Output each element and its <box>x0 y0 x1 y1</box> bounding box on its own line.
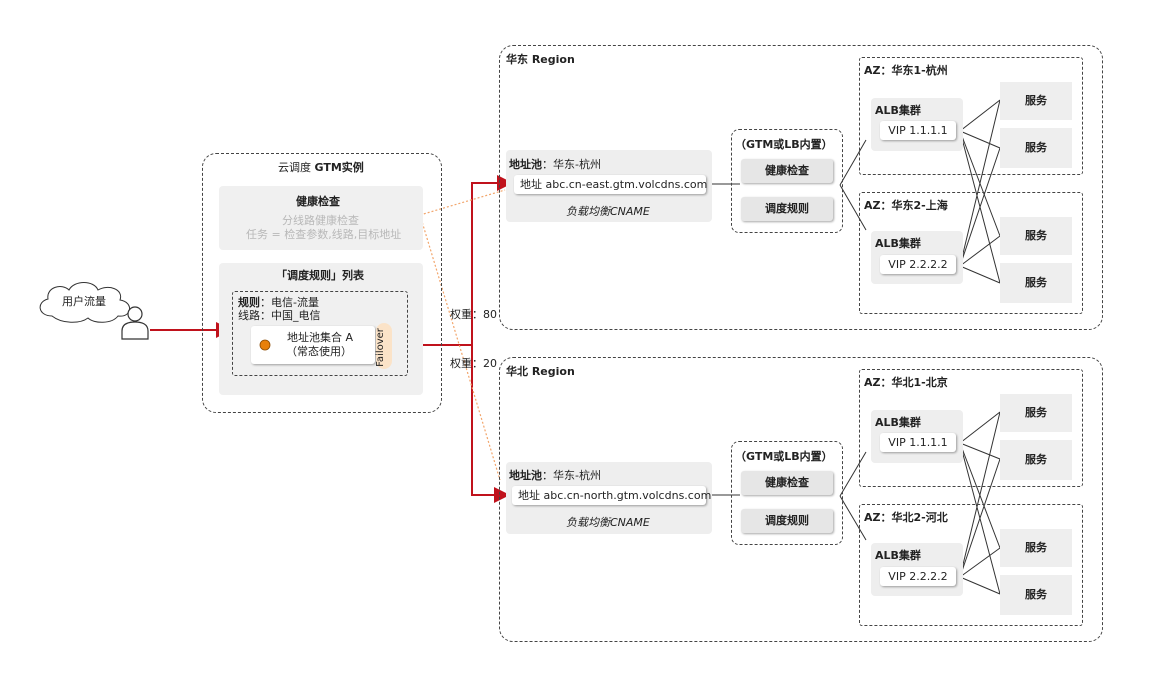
failover-tag <box>376 323 392 369</box>
east-lb-box <box>731 129 843 233</box>
health-check-panel <box>219 186 423 250</box>
east-lb-title: （GTM或LB内置） <box>735 138 833 151</box>
east-cname: 负载均衡CNAME <box>566 205 650 218</box>
north-region <box>499 357 1103 642</box>
east-az1-service-1[interactable]: 服务 <box>1000 82 1072 120</box>
line-label: 线路：中国_电信 <box>238 309 321 322</box>
rules-title: 「调度规则」列表 <box>276 269 364 282</box>
user-icon <box>121 306 149 340</box>
north-lb-box <box>731 441 843 545</box>
east-az1 <box>859 57 1083 175</box>
north-lb-title: （GTM或LB内置） <box>735 450 833 463</box>
east-az2-service-1[interactable]: 服务 <box>1000 217 1072 255</box>
east-az2-alb-title: ALB集群 <box>875 237 921 250</box>
gtm-instance <box>202 153 442 413</box>
weight-east: 权重：80 <box>450 308 497 321</box>
east-region-title: 华东 Region <box>506 53 575 66</box>
gtm-title: 云调度 GTM实例 <box>278 161 364 174</box>
north-az1 <box>859 369 1083 487</box>
health-check-east-line <box>419 189 506 216</box>
east-az2-title: AZ：华东2-上海 <box>864 199 948 212</box>
east-az2-service-2[interactable]: 服务 <box>1000 263 1072 303</box>
health-check-title: 健康检查 <box>296 195 340 208</box>
cloud-icon <box>39 282 130 323</box>
north-az2-service-1[interactable]: 服务 <box>1000 529 1072 567</box>
east-lb-rule-button[interactable]: 调度规则 <box>741 197 833 221</box>
north-az1-alb-title: ALB集群 <box>875 416 921 429</box>
east-az1-title: AZ：华东1-杭州 <box>864 64 948 77</box>
north-az2-service-2[interactable]: 服务 <box>1000 575 1072 615</box>
north-az2 <box>859 504 1083 626</box>
east-az2-vip[interactable]: VIP 2.2.2.2 <box>880 255 956 274</box>
pool-set-name: 地址池集合 A <box>287 331 354 344</box>
east-region <box>499 45 1103 330</box>
north-region-title: 华北 Region <box>506 365 575 378</box>
address-pool-set[interactable] <box>251 326 375 364</box>
north-address[interactable] <box>512 486 706 505</box>
north-lb-rule-button[interactable]: 调度规则 <box>741 509 833 533</box>
east-az1-alb-title: ALB集群 <box>875 104 921 117</box>
north-cname: 负载均衡CNAME <box>566 516 650 529</box>
status-dot-icon <box>259 339 271 351</box>
north-route-arrow <box>471 345 510 503</box>
health-check-line1: 分线路健康检查 <box>282 214 359 227</box>
north-lb-health-button[interactable]: 健康检查 <box>741 471 833 495</box>
east-route-arrow <box>471 175 513 345</box>
east-pool-title: 地址池：华东-杭州 <box>509 158 601 171</box>
east-az1-service-2[interactable]: 服务 <box>1000 128 1072 168</box>
east-az1-vip[interactable]: VIP 1.1.1.1 <box>880 121 956 140</box>
north-az1-service-1[interactable]: 服务 <box>1000 394 1072 432</box>
north-az1-service-2[interactable]: 服务 <box>1000 440 1072 480</box>
north-pool-key: 地址池 <box>509 469 542 482</box>
rule-key: 规则 <box>238 296 260 309</box>
north-pool-title: 地址池：华东-杭州 <box>509 469 601 482</box>
rule-value: ：电信-流量 <box>260 296 319 309</box>
failover-label: Failover <box>374 328 386 367</box>
east-pool-key: 地址池 <box>509 158 542 171</box>
pool-set-note: （常态使用） <box>286 345 352 358</box>
health-check-line2: 任务 = 检查参数,线路,目标地址 <box>246 228 402 241</box>
north-az1-vip[interactable]: VIP 1.1.1.1 <box>880 433 956 452</box>
north-pool-value: ：华东-杭州 <box>542 469 601 482</box>
north-az2-title: AZ：华北2-河北 <box>864 511 948 524</box>
weight-north: 权重：20 <box>450 357 497 370</box>
east-lb-health-button[interactable]: 健康检查 <box>741 159 833 183</box>
rule-box <box>232 291 408 376</box>
user-traffic-label: 用户流量 <box>62 295 106 308</box>
east-az2 <box>859 192 1083 314</box>
east-address-text: 地址 abc.cn-east.gtm.volcdns.com <box>520 178 708 191</box>
gtm-title-bold: GTM实例 <box>314 161 364 174</box>
east-pool-value: ：华东-杭州 <box>542 158 601 171</box>
rule-line: 规则：电信-流量 <box>238 296 319 309</box>
gtm-title-prefix: 云调度 <box>278 161 311 174</box>
north-address-text: 地址 abc.cn-north.gtm.volcdns.com <box>518 489 712 502</box>
east-address[interactable] <box>514 175 706 194</box>
north-az2-alb-title: ALB集群 <box>875 549 921 562</box>
north-az1-title: AZ：华北1-北京 <box>864 376 948 389</box>
user-traffic: 用户流量 <box>32 276 157 346</box>
north-az2-vip[interactable]: VIP 2.2.2.2 <box>880 567 956 586</box>
